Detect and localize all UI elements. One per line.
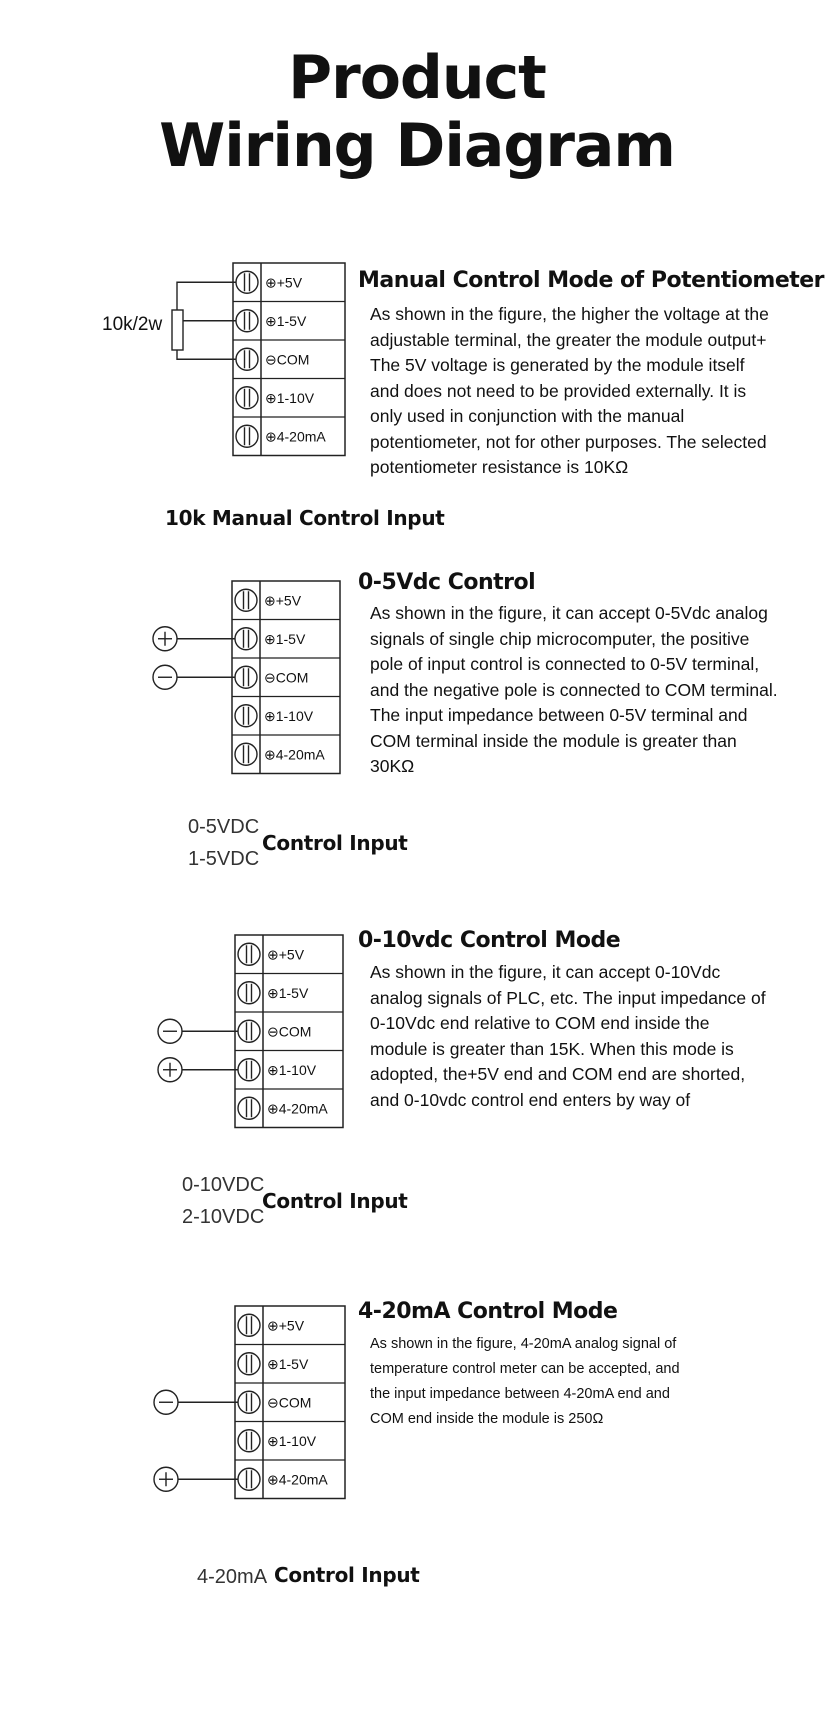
terminal-label: ⊕4-20mA <box>265 428 326 444</box>
screw-icon <box>237 981 261 1005</box>
potentiometer-label: 10k/2w <box>102 314 162 335</box>
screw-icon <box>237 1429 261 1453</box>
screw-icon <box>237 1019 261 1043</box>
terminal-label: ⊕+5V <box>267 946 305 962</box>
section-2-range-2: 1-5VDC <box>188 848 260 870</box>
terminal-label: ⊕1-5V <box>267 985 309 1001</box>
section-1-heading: Manual Control Mode of Potentiometer <box>358 268 825 293</box>
section-3-range-2: 2-10VDC <box>182 1206 265 1228</box>
terminal-label: ⊕1-10V <box>267 1433 317 1449</box>
section-4-range-1: 4-20mA <box>197 1566 268 1588</box>
screw-icon <box>235 347 259 371</box>
section-3-heading: 0-10vdc Control Mode <box>358 928 621 953</box>
title-line-1: Product <box>288 43 547 113</box>
terminal-label: ⊕+5V <box>264 592 302 608</box>
terminal-label: ⊕4-20mA <box>267 1100 328 1116</box>
section-4-text: As shown in the figure, 4-20mA analog si… <box>370 1336 680 1427</box>
terminal-label: ⊖COM <box>264 669 308 685</box>
potentiometer: 10k/2w <box>102 309 184 351</box>
section-2-heading: 0-5Vdc Control <box>358 570 536 595</box>
section-4-heading: 4-20mA Control Mode <box>358 1299 618 1324</box>
screw-icon <box>237 1390 261 1414</box>
title-line-2: Wiring Diagram <box>159 111 676 181</box>
terminal-block-1: ⊕+5V ⊕1-5V ⊖COM ⊕1-10V ⊕4-20mA <box>232 262 346 457</box>
screw-icon <box>237 942 261 966</box>
terminal-label: ⊖COM <box>265 351 309 367</box>
screw-icon <box>237 1352 261 1376</box>
terminal-label: ⊕1-10V <box>264 708 314 724</box>
section-2-range-1: 0-5VDC <box>188 816 260 838</box>
screw-icon <box>235 270 259 294</box>
screw-icon <box>234 627 258 651</box>
screw-icon <box>237 1058 261 1082</box>
terminal-label: ⊕1-10V <box>267 1062 317 1078</box>
screw-icon <box>235 309 259 333</box>
terminal-label: ⊕+5V <box>267 1317 305 1333</box>
terminal-label: ⊖COM <box>267 1023 311 1039</box>
screw-icon <box>235 424 259 448</box>
terminal-label: ⊕1-10V <box>265 390 315 406</box>
terminal-label: ⊖COM <box>267 1394 311 1410</box>
screw-icon <box>234 588 258 612</box>
minus-terminal-icon <box>153 1389 179 1415</box>
terminal-label: ⊕1-5V <box>264 631 306 647</box>
terminal-label: ⊕1-5V <box>265 313 307 329</box>
screw-icon <box>237 1467 261 1491</box>
terminal-block-3: ⊕+5V ⊕1-5V ⊖COM ⊕1-10V ⊕4-20mA <box>234 934 344 1129</box>
section-3-text: As shown in the figure, it can accept 0-… <box>370 962 766 1110</box>
page-title: Product Wiring Diagram <box>0 44 834 180</box>
minus-terminal-icon <box>152 664 178 690</box>
section-1-caption: 10k Manual Control Input <box>165 506 445 530</box>
screw-icon <box>235 386 259 410</box>
terminal-label: ⊕4-20mA <box>267 1471 328 1487</box>
terminal-label: ⊕+5V <box>265 274 303 290</box>
screw-icon <box>237 1096 261 1120</box>
screw-icon <box>234 742 258 766</box>
section-3-caption: Control Input <box>262 1189 408 1213</box>
section-2-text: As shown in the figure, it can accept 0-… <box>370 603 778 776</box>
section-2-caption: Control Input <box>262 831 408 855</box>
terminal-label: ⊕1-5V <box>267 1356 309 1372</box>
terminal-label: ⊕4-20mA <box>264 746 325 762</box>
plus-terminal-icon <box>153 1466 179 1492</box>
plus-terminal-icon <box>152 626 178 652</box>
screw-icon <box>234 665 258 689</box>
section-4-caption: Control Input <box>274 1563 420 1587</box>
section-1-text: As shown in the figure, the higher the v… <box>370 304 769 477</box>
screw-icon <box>237 1313 261 1337</box>
plus-terminal-icon <box>157 1057 183 1083</box>
terminal-block-4: ⊕+5V ⊕1-5V ⊖COM ⊕1-10V ⊕4-20mA <box>234 1305 346 1500</box>
screw-icon <box>234 704 258 728</box>
section-3-range-1: 0-10VDC <box>182 1174 265 1196</box>
minus-terminal-icon <box>157 1018 183 1044</box>
terminal-block-2: ⊕+5V ⊕1-5V ⊖COM ⊕1-10V ⊕4-20mA <box>231 580 341 775</box>
